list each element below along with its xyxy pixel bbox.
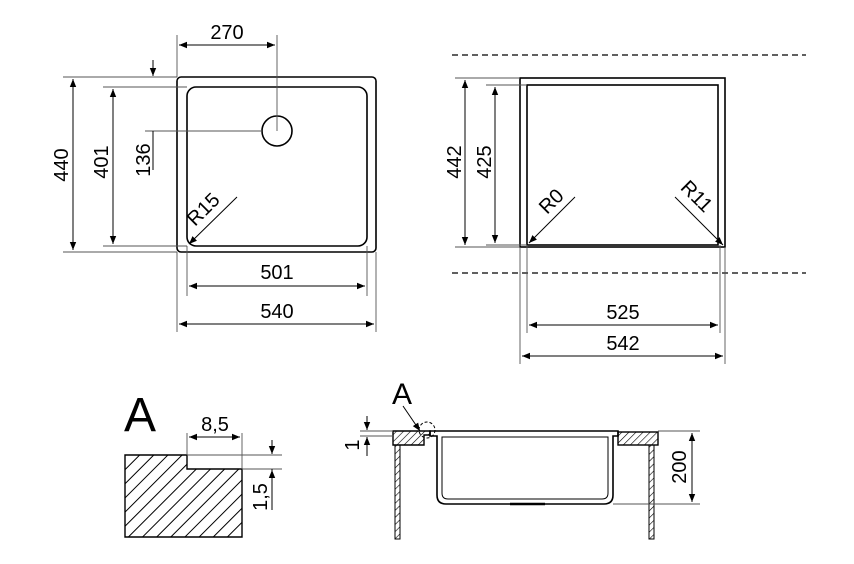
detail-circle	[418, 421, 436, 439]
sink-outer-outline	[519, 77, 726, 248]
dim-525: 525	[606, 302, 639, 324]
radius-leader-r0	[528, 196, 576, 244]
dim-501: 501	[260, 262, 293, 284]
section-view: A 1 200	[342, 378, 700, 540]
cabinet-wall-right	[648, 444, 655, 540]
dim-542: 542	[606, 333, 639, 355]
sink-bowl-outer	[429, 430, 619, 505]
detail-a-label: A	[124, 389, 156, 442]
dim-1: 1	[342, 439, 364, 450]
radius-r0: R0	[535, 185, 569, 219]
dim-136: 136	[133, 143, 155, 176]
sink-inner-outline	[526, 84, 719, 246]
dim-200: 200	[669, 450, 691, 483]
countertop-right	[617, 431, 659, 446]
countertop-left	[392, 430, 431, 446]
sink-outer-outline	[176, 76, 377, 253]
dim-401: 401	[91, 145, 113, 178]
dim-8-5: 8,5	[201, 414, 229, 436]
countertop-section-hatched	[124, 454, 243, 538]
dim-425: 425	[474, 145, 496, 178]
cabinet-wall-left	[394, 444, 401, 540]
detail-a-view: A 8,5 1,5	[124, 389, 282, 538]
sink-bowl-inner	[441, 436, 609, 500]
radius-r11: R11	[676, 177, 716, 217]
dim-270: 270	[210, 22, 243, 44]
section-detail-marker: A	[392, 378, 412, 411]
radius-leader-r15	[188, 196, 238, 245]
radius-r15: R15	[183, 189, 225, 231]
radius-leader-r11	[674, 196, 724, 246]
dim-442: 442	[444, 145, 466, 178]
detail-marker-leader	[402, 405, 421, 432]
top-left-view: 270 136 401 440 R15 501 540	[51, 22, 377, 332]
dim-440: 440	[51, 148, 73, 181]
top-right-view: 442 425 R0 R11 525 542	[444, 54, 806, 364]
dim-1-5: 1,5	[250, 483, 272, 511]
dim-540: 540	[260, 301, 293, 323]
